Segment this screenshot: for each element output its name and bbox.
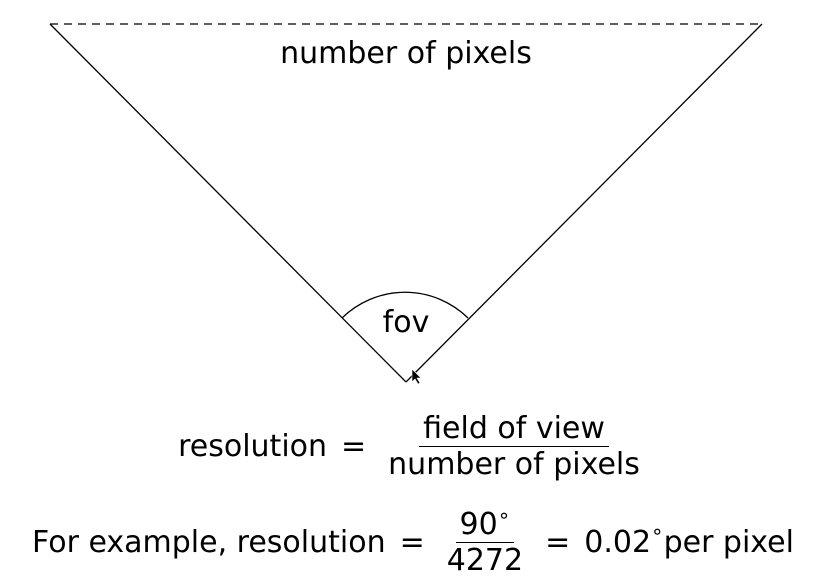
resolution-lhs: resolution bbox=[178, 429, 328, 464]
result-unit: per pixel bbox=[663, 525, 794, 560]
result-value: 0.02 bbox=[584, 525, 652, 560]
fov-label: fov bbox=[383, 305, 430, 340]
numerator-value: 90 bbox=[459, 507, 498, 542]
mouse-cursor-icon bbox=[411, 368, 422, 385]
fov-diagram: number of pixels fov bbox=[49, 23, 763, 385]
fraction-numerator: 90∘ bbox=[455, 504, 515, 543]
equals-sign: = bbox=[399, 525, 425, 560]
fraction-numerator: field of view bbox=[419, 412, 609, 447]
example-formula: For example, resolution = 90∘ 4272 = 0.0… bbox=[0, 504, 826, 578]
fraction-denominator: 4272 bbox=[446, 543, 524, 578]
degree-symbol: ∘ bbox=[497, 503, 511, 527]
degree-symbol: ∘ bbox=[651, 518, 664, 543]
equals-sign: = bbox=[545, 525, 571, 560]
fraction-denominator: number of pixels bbox=[388, 447, 640, 482]
number-of-pixels-label: number of pixels bbox=[280, 36, 532, 71]
right-view-ray bbox=[405, 23, 763, 383]
equals-sign: = bbox=[341, 429, 367, 464]
left-view-ray bbox=[49, 23, 407, 383]
fov-angle-arc bbox=[341, 291, 469, 319]
resolution-fraction: field of view number of pixels bbox=[384, 412, 644, 481]
example-fraction: 90∘ 4272 bbox=[443, 504, 527, 578]
resolution-formula: resolution = field of view number of pix… bbox=[0, 412, 826, 481]
example-prefix: For example, resolution bbox=[32, 525, 386, 560]
